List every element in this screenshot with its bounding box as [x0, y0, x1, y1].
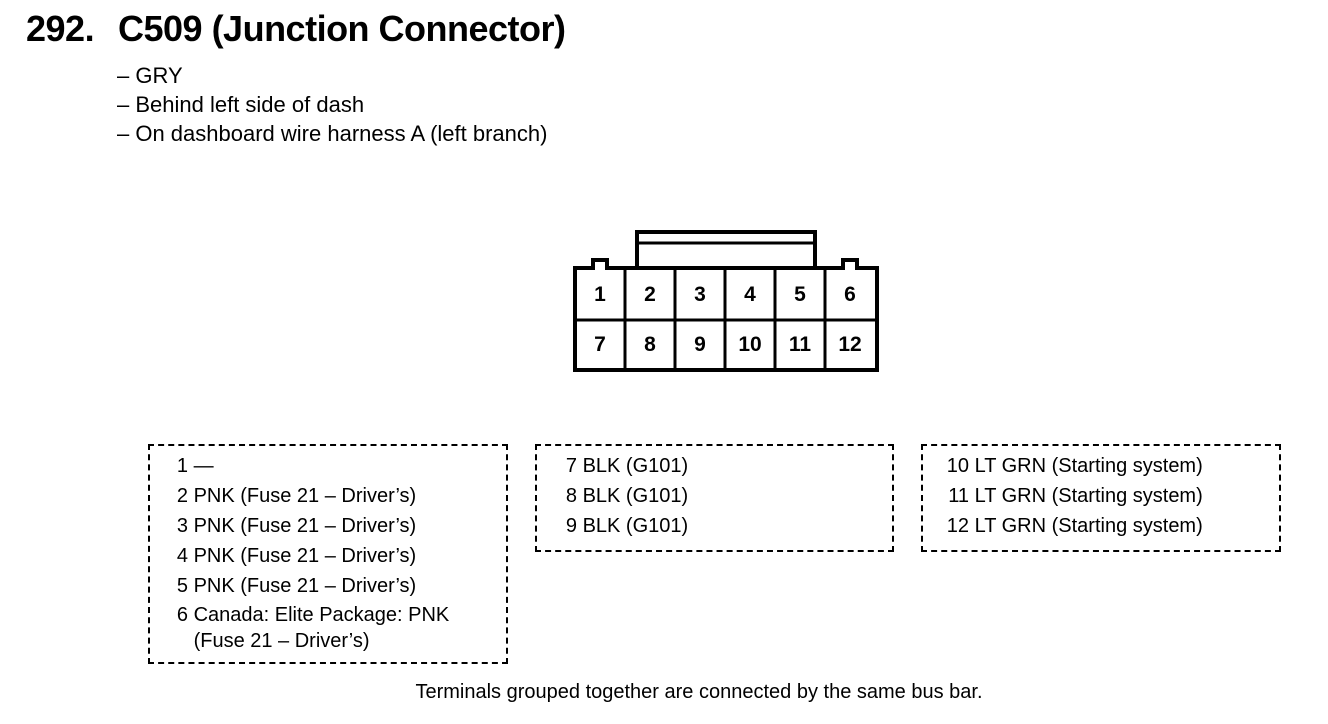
pin-row: 7 BLK (G101) [557, 453, 688, 479]
pin-circuit: PNK (Fuse 21 – Driver’s) [193, 575, 417, 597]
pin-circuit: LT GRN (Starting system) [974, 515, 1203, 537]
cavity-2: 2 [644, 283, 656, 306]
pin-row: 1 — [168, 453, 214, 479]
section-number: 292. [26, 8, 95, 49]
pin-row: 6 Canada: Elite Package: PNK [168, 602, 449, 628]
pin-row: 8 BLK (G101) [557, 483, 688, 509]
pin-circuit: (Fuse 21 – Driver’s) [193, 630, 370, 652]
cavity-8: 8 [644, 333, 656, 356]
pin-number: 3 [176, 515, 188, 537]
cavity-6: 6 [844, 283, 856, 306]
pin-number: 1 [176, 455, 188, 477]
pin-number: 11 [948, 485, 969, 507]
bus-bar-group-3 [921, 444, 1281, 552]
pin-row-continuation: (Fuse 21 – Driver’s) [168, 628, 370, 654]
pin-number: 5 [176, 575, 188, 597]
pin-number: 8 [565, 485, 577, 507]
connector-latch [635, 230, 817, 268]
pin-circuit: LT GRN (Starting system) [974, 455, 1203, 477]
pin-row: 11 LT GRN (Starting system) [942, 483, 1203, 509]
cavity-3: 3 [694, 283, 706, 306]
pin-row: 10 LT GRN (Starting system) [942, 453, 1203, 479]
pin-circuit: — [193, 455, 214, 477]
pin-circuit: PNK (Fuse 21 – Driver’s) [193, 485, 417, 507]
pin-circuit: BLK (G101) [582, 455, 689, 477]
detail-color: – GRY [117, 63, 183, 88]
connector-outline [573, 258, 879, 372]
pin-number: 12 [946, 515, 969, 537]
pin-number: 9 [565, 515, 577, 537]
pin-row: 4 PNK (Fuse 21 – Driver’s) [168, 543, 416, 569]
pin-number: 6 [176, 604, 188, 626]
bus-bar-group-2 [535, 444, 894, 552]
detail-location: – Behind left side of dash [117, 92, 365, 117]
pin-number: 7 [565, 455, 577, 477]
cavity-7: 7 [594, 333, 606, 356]
cavity-10: 10 [738, 333, 761, 356]
pin-circuit: LT GRN (Starting system) [974, 485, 1203, 507]
cavity-4: 4 [744, 283, 756, 306]
pin-circuit: PNK (Fuse 21 – Driver’s) [193, 515, 417, 537]
footnote: Terminals grouped together are connected… [415, 681, 983, 703]
cavity-5: 5 [794, 283, 806, 306]
pin-row: 12 LT GRN (Starting system) [942, 513, 1203, 539]
cavity-1: 1 [594, 283, 606, 306]
detail-harness: – On dashboard wire harness A (left bran… [117, 121, 548, 146]
pin-circuit: PNK (Fuse 21 – Driver’s) [193, 545, 417, 567]
pin-number: 4 [176, 545, 188, 567]
bus-bar-group-1 [148, 444, 508, 664]
connector-details: – GRY – Behind left side of dash – On da… [117, 61, 547, 148]
pin-row: 9 BLK (G101) [557, 513, 688, 539]
pin-circuit: BLK (G101) [582, 515, 689, 537]
pin-row: 5 PNK (Fuse 21 – Driver’s) [168, 573, 416, 599]
cavity-9: 9 [694, 333, 706, 356]
cavity-11: 11 [789, 333, 812, 356]
pin-row: 2 PNK (Fuse 21 – Driver’s) [168, 483, 416, 509]
pin-number: 2 [176, 485, 188, 507]
cavity-12: 12 [838, 333, 861, 356]
pin-row: 3 PNK (Fuse 21 – Driver’s) [168, 513, 416, 539]
pin-circuit: BLK (G101) [582, 485, 689, 507]
page-title: 292. C509 (Junction Connector) [26, 8, 566, 50]
pin-number: 10 [946, 455, 969, 477]
pin-circuit: Canada: Elite Package: PNK [193, 604, 450, 626]
connector-title: C509 (Junction Connector) [118, 8, 566, 49]
